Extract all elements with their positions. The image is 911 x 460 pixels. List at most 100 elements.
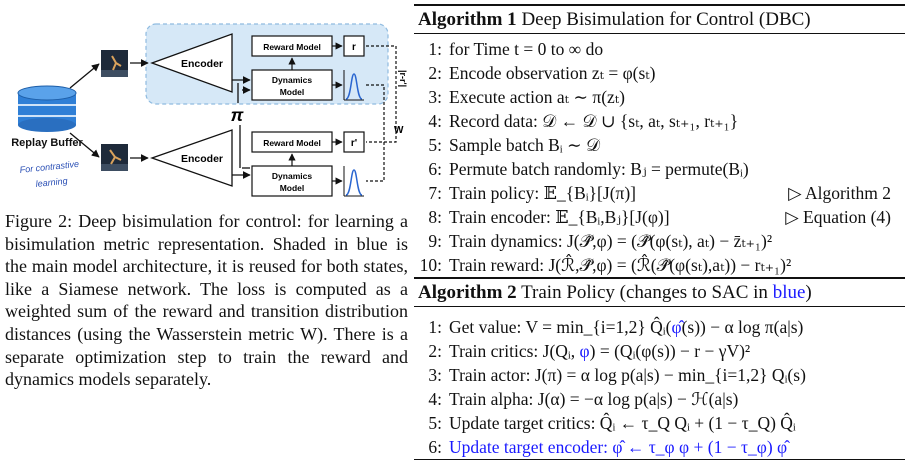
line-number: 2: — [428, 341, 442, 361]
distribution-bottom-icon — [343, 166, 364, 197]
replay-buffer-label: Replay Buffer — [11, 137, 83, 149]
reward-model-top-label: Reward Model — [263, 42, 321, 52]
line-number: 3: — [428, 87, 442, 107]
algorithm-1-title: Algorithm 1 Deep Bisimulation for Contro… — [414, 4, 905, 34]
reward-model-bottom-label: Reward Model — [263, 138, 321, 148]
line-number: 6: — [428, 437, 442, 457]
line-number: 10: — [419, 255, 442, 275]
line-text: for Time t = 0 to ∞ do — [449, 39, 604, 59]
encoder-bottom-label: Encoder — [181, 153, 223, 165]
algorithm-1-line: 4: Record data: 𝒟 ← 𝒟 ∪ {sₜ, aₜ, sₜ₊₁, rₜ… — [414, 109, 905, 133]
line-text: Train alpha: J(α) = −α log p(a|s) − ℋ(a|… — [449, 387, 738, 411]
line-text: Update target encoder: φ̂ ← τ_φ φ + (1 −… — [449, 435, 787, 459]
line-number: 1: — [428, 317, 442, 337]
figure-caption: Figure 2: Deep bisimulation for control:… — [5, 211, 408, 390]
line-text-part: Train alpha: J(α) = −α log p(a|s) − ℋ(a|… — [449, 389, 739, 409]
line-text-part: Train critics: J(Qᵢ, — [449, 341, 580, 361]
line-text: Train reward: J(ℛ̂,𝒫̂,φ) = (ℛ̂(𝒫̂(φ(sₜ),… — [449, 255, 792, 275]
algorithm-1-label: Algorithm 1 — [418, 9, 517, 30]
observation-frame-top — [101, 50, 128, 77]
dynamics-model-bottom-line1: Dynamics — [272, 171, 312, 181]
observation-frame-bottom — [101, 144, 128, 171]
algorithm-1-line: 10: Train reward: J(ℛ̂,𝒫̂,φ) = (ℛ̂(𝒫̂(φ(s… — [414, 253, 905, 277]
line-number: 6: — [428, 159, 442, 179]
dynamics-model-top-line1: Dynamics — [272, 75, 312, 85]
line-text-part: Train actor: J(π) = α log p(a|s) − min_{… — [449, 365, 806, 385]
line-text: Permute batch randomly: Bⱼ = permute(Bᵢ) — [449, 159, 749, 179]
reward-difference-label: |r-r'| — [398, 70, 408, 87]
handwritten-note-line1: For contrastive — [19, 159, 79, 175]
line-number: 4: — [428, 111, 442, 131]
line-text: Encode observation zₜ = φ(sₜ) — [449, 63, 656, 83]
line-number: 1: — [428, 39, 442, 59]
algorithm-1-box: Algorithm 1 Deep Bisimulation for Contro… — [414, 4, 905, 278]
line-number: 7: — [428, 183, 442, 203]
algorithm-2-line: 3: Train actor: J(π) = α log p(a|s) − min… — [414, 363, 905, 387]
dynamics-model-bottom — [251, 165, 333, 197]
algorithm-2-lines: 1: Get value: V = min_{i=1,2} Q̂ᵢ(φ̂(s)) … — [414, 307, 905, 459]
algorithm-1-lines: 1: for Time t = 0 to ∞ do 2: Encode observa… — [414, 34, 905, 277]
line-number: 8: — [428, 207, 442, 227]
replay-buffer-icon — [17, 85, 77, 132]
line-text: Get value: V = min_{i=1,2} Q̂ᵢ(φ̂(s)) − … — [449, 315, 803, 339]
algorithm-1-line: 8: Train encoder: 𝔼_{Bᵢ,Bⱼ}[J(φ)] ▷ Equati… — [414, 205, 905, 229]
algorithm-2-name: Train Policy (changes to SAC in — [521, 282, 768, 303]
encoder-bottom — [150, 129, 233, 187]
reward-prime-output-label: r' — [351, 138, 357, 149]
line-text-part: Update target critics: Q̂ᵢ ← τ_Q Qᵢ + (1… — [449, 413, 796, 433]
wasserstein-label: W — [394, 125, 404, 136]
line-text: Train critics: J(Qᵢ, φ) = (Qᵢ(φ(s)) − r … — [449, 339, 750, 363]
algorithm-2-title-end: ) — [805, 282, 812, 303]
algorithm-1-line: 5: Sample batch Bᵢ ∼ 𝒟 — [414, 133, 905, 157]
dynamics-model-top-line2: Model — [280, 87, 305, 97]
line-text-changed-part: φ — [579, 341, 590, 361]
policy-pi-label: π — [231, 105, 244, 125]
algorithm-1-line: 9: Train dynamics: J(𝒫̂,φ) = (𝒫̂(φ(sₜ), a… — [414, 229, 905, 253]
line-number: 5: — [428, 413, 442, 433]
line-text-part: (s)) − α log π(a|s) — [681, 317, 804, 337]
line-text: Record data: 𝒟 ← 𝒟 ∪ {sₜ, aₜ, sₜ₊₁, rₜ₊₁… — [449, 111, 739, 131]
line-text: Sample batch Bᵢ ∼ 𝒟 — [449, 135, 601, 155]
line-text: Train dynamics: J(𝒫̂,φ) = (𝒫̂(φ(sₜ), aₜ)… — [449, 231, 773, 251]
algorithm-2-blue-word: blue — [772, 282, 806, 303]
line-text-changed-part: Update target encoder: φ̂ ← τ_φ φ + (1 −… — [449, 437, 788, 457]
line-comment: ▷ Equation (4) — [785, 207, 891, 227]
algorithm-1-line: 1: for Time t = 0 to ∞ do — [414, 37, 905, 61]
algorithm-2-line: 5: Update target critics: Q̂ᵢ ← τ_Q Qᵢ + … — [414, 411, 905, 435]
algorithm-2-line: 4: Train alpha: J(α) = −α log p(a|s) − ℋ(… — [414, 387, 905, 411]
algorithm-2-line: 2: Train critics: J(Qᵢ, φ) = (Qᵢ(φ(s)) − … — [414, 339, 905, 363]
distribution-top-icon — [343, 70, 364, 101]
algorithm-1-name: Deep Bisimulation for Control (DBC) — [521, 9, 811, 30]
dynamics-model-bottom-line2: Model — [280, 183, 305, 193]
line-text: Train actor: J(π) = α log p(a|s) − min_{… — [449, 363, 806, 387]
algorithm-1-line: 2: Encode observation zₜ = φ(sₜ) — [414, 61, 905, 85]
line-comment: ▷ Algorithm 2 — [788, 183, 891, 203]
line-text-part: ) = (Qᵢ(φ(s)) − r − γV)² — [589, 341, 751, 361]
architecture-diagram: Replay Buffer For contrastive learning E… — [11, 23, 408, 197]
line-number: 3: — [428, 365, 442, 385]
encoder-top — [150, 33, 233, 93]
algorithm-2-line: 1: Get value: V = min_{i=1,2} Q̂ᵢ(φ̂(s)) … — [414, 315, 905, 339]
algorithm-2-box: Algorithm 2 Train Policy (changes to SAC… — [414, 277, 905, 460]
line-text-part: Get value: V = min_{i=1,2} Q̂ᵢ( — [449, 317, 672, 337]
reward-output-label: r — [352, 42, 356, 53]
line-number: 2: — [428, 63, 442, 83]
reward-output-box — [343, 35, 365, 57]
algorithm-2-line: 6: Update target encoder: φ̂ ← τ_φ φ + (1… — [414, 435, 905, 459]
line-number: 9: — [428, 231, 442, 251]
algorithm-1-line: 6: Permute batch randomly: Bⱼ = permute(B… — [414, 157, 905, 181]
line-text: Train policy: 𝔼_{Bᵢ}[J(π)] — [449, 183, 637, 203]
algorithm-2-title: Algorithm 2 Train Policy (changes to SAC… — [414, 277, 905, 307]
handwritten-note-line2: learning — [35, 176, 68, 189]
line-text: Update target critics: Q̂ᵢ ← τ_Q Qᵢ + (1… — [449, 411, 796, 435]
encoder-top-label: Encoder — [181, 58, 223, 70]
line-number: 5: — [428, 135, 442, 155]
line-text-changed-part: φ̂ — [671, 317, 682, 337]
algorithm-1-line: 7: Train policy: 𝔼_{Bᵢ}[J(π)] ▷ Algorithm … — [414, 181, 905, 205]
line-text: Execute action aₜ ∼ π(zₜ) — [449, 87, 625, 107]
algorithm-2-label: Algorithm 2 — [418, 282, 517, 303]
reward-prime-output-box — [343, 131, 365, 153]
algorithm-1-line: 3: Execute action aₜ ∼ π(zₜ) — [414, 85, 905, 109]
line-text: Train encoder: 𝔼_{Bᵢ,Bⱼ}[J(φ)] — [449, 207, 670, 227]
line-number: 4: — [428, 389, 442, 409]
